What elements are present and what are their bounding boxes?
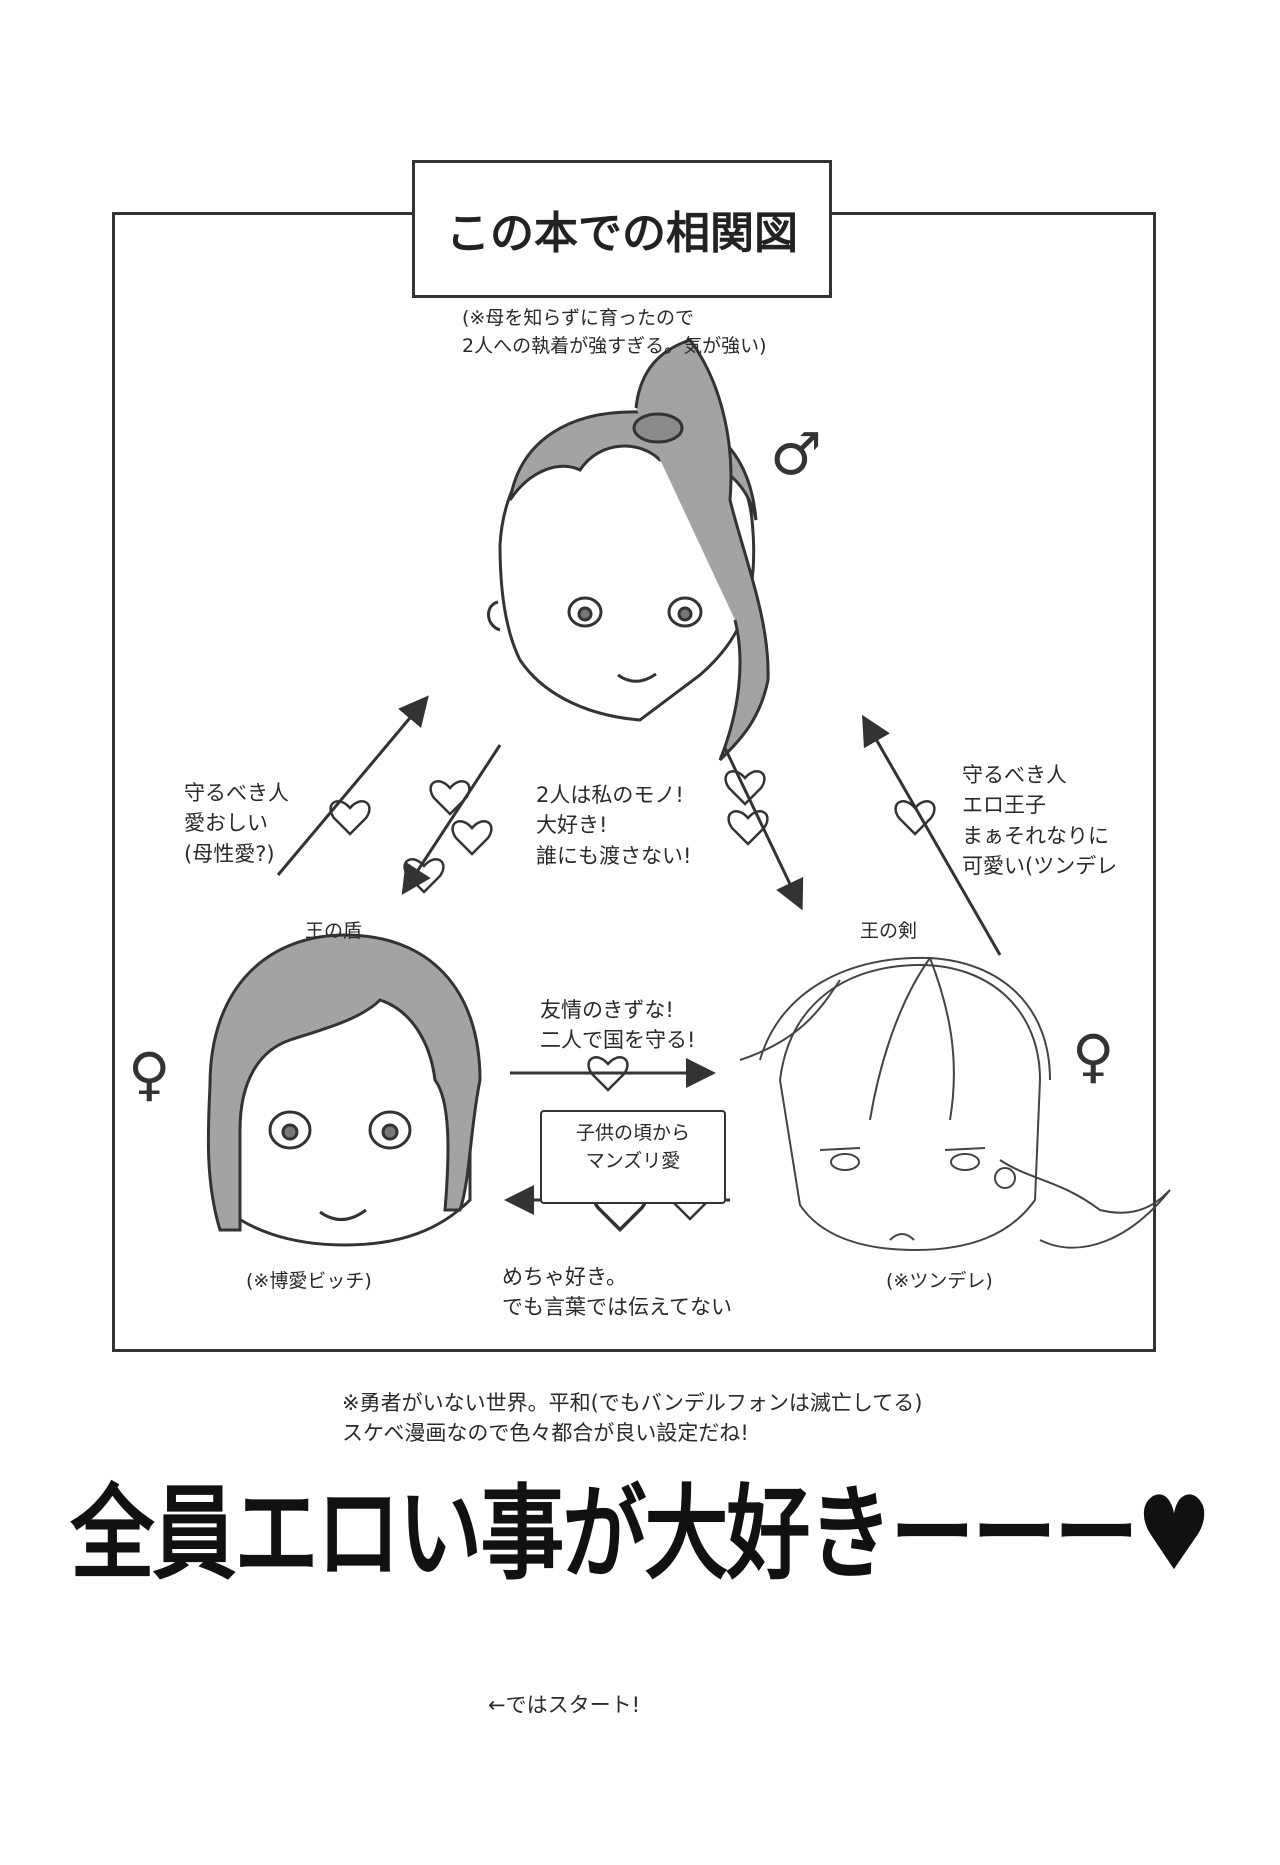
left-arrow-note: 守るべき人 愛おしい (母性愛?) <box>184 781 289 866</box>
childhood-box: 子供の頃から マンズリ愛 <box>540 1110 726 1204</box>
left-character <box>206 933 482 1247</box>
center-note: 2人は私のモノ! 大好き! 誰にも渡さない! <box>536 783 692 868</box>
footer-note: ※勇者がいない世界。平和(でもバンデルフォンは滅亡してる) スケベ漫画なので色々… <box>342 1391 923 1446</box>
right-role-label: 王の剣 <box>860 920 918 942</box>
female-symbol-left: ♀ <box>128 1040 171 1108</box>
right-arrow-note: 守るべき人 エロ王子 まぁそれなりに 可愛い(ツンデレ <box>962 763 1118 879</box>
friendship-note: 友情のきずな! 二人で国を守る! <box>540 998 696 1053</box>
female-symbol-right: ♀ <box>1072 1022 1115 1090</box>
left-role-label: 王の盾 <box>305 920 363 942</box>
right-character-note: (※ツンデレ) <box>886 1270 993 1292</box>
start-text: ←ではスタート! <box>488 1693 641 1717</box>
top-character <box>487 338 770 762</box>
love-note: めちゃ好き。 でも言葉では伝えてない <box>502 1265 732 1320</box>
left-character-note: (※博愛ビッチ) <box>246 1270 372 1292</box>
right-character <box>739 956 1171 1252</box>
top-character-note: (※母を知らずに育ったので 2人への執着が強すぎる。気が強い) <box>462 307 767 357</box>
page-title: この本での相関図 <box>412 160 832 298</box>
headline: 全員エロい事が大好きーーー♥ <box>70 1473 1211 1594</box>
male-symbol: ♂ <box>770 420 822 488</box>
